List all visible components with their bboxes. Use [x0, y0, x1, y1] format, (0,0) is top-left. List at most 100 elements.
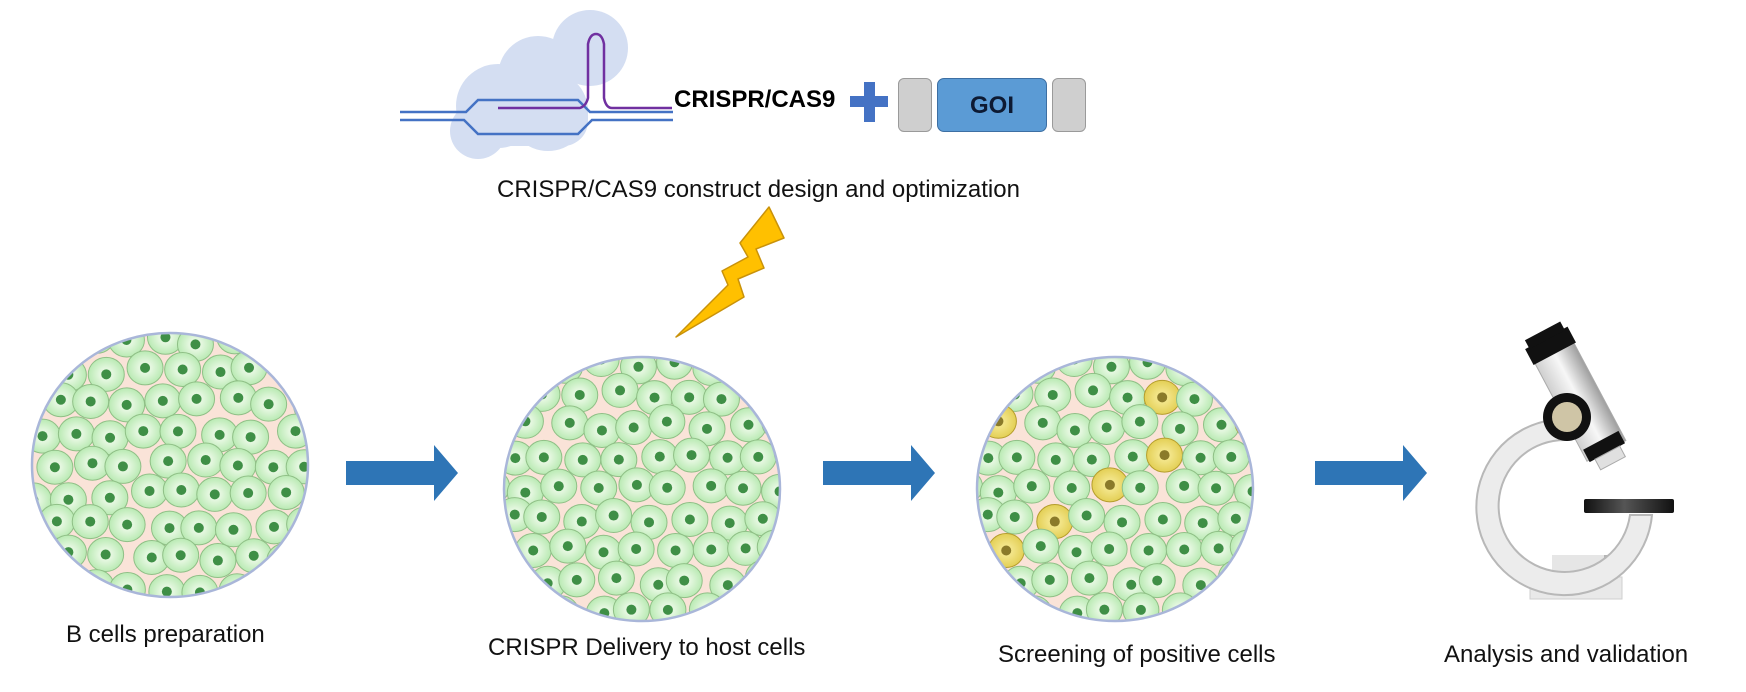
cell-nucleus: [1009, 511, 1020, 522]
cell-nucleus: [1106, 361, 1117, 372]
cell: [1217, 559, 1253, 595]
cell-nucleus: [506, 393, 517, 404]
cell-nucleus: [1135, 604, 1146, 615]
cell-nucleus: [283, 361, 294, 372]
cell-nucleus: [684, 514, 695, 525]
cell-nucleus: [965, 362, 975, 372]
cell-nucleus: [1157, 514, 1168, 525]
cell: [977, 595, 986, 621]
cell-nucleus: [770, 541, 780, 552]
cell-nucleus: [993, 610, 1004, 621]
cell-nucleus: [1001, 361, 1012, 372]
cell: [1250, 565, 1253, 601]
cell: [252, 565, 290, 597]
cell: [1015, 595, 1053, 621]
cell-nucleus: [1270, 515, 1280, 525]
cell-nucleus: [654, 451, 665, 462]
cell-nucleus: [555, 607, 566, 618]
cell: [523, 376, 561, 412]
cell-nucleus: [299, 461, 308, 472]
cell-nucleus: [1050, 454, 1061, 465]
cell: [1233, 591, 1253, 621]
cell-nucleus: [1247, 417, 1253, 428]
cell: [32, 351, 55, 387]
cell-nucleus: [1086, 454, 1097, 465]
cell-nucleus: [85, 516, 96, 527]
cell-nucleus: [122, 519, 133, 530]
cell-nucleus: [744, 362, 755, 373]
cell-nucleus: [743, 419, 754, 430]
cell: [504, 534, 508, 570]
cell: [977, 534, 981, 570]
cell-nucleus: [117, 461, 128, 472]
cell-nucleus: [979, 393, 990, 404]
cell-nucleus: [229, 333, 240, 342]
cell-nucleus: [1026, 481, 1037, 492]
cell-nucleus: [797, 515, 807, 525]
cell-nucleus: [1037, 417, 1048, 428]
cell-nucleus: [706, 480, 717, 491]
cell-nucleus: [1126, 579, 1137, 590]
cell-nucleus: [1127, 451, 1138, 462]
cell-nucleus: [1143, 545, 1154, 556]
cell-nucleus: [528, 545, 539, 556]
cell-nucleus: [55, 394, 66, 405]
cell-nucleus: [962, 608, 972, 618]
cell-nucleus: [722, 452, 733, 463]
cell-nucleus: [1088, 385, 1099, 396]
cell: [32, 385, 41, 421]
cell-nucleus: [1152, 575, 1163, 586]
cell-nucleus: [157, 395, 168, 406]
cell: [1204, 357, 1242, 386]
cell-nucleus: [1271, 387, 1281, 397]
cell-nucleus: [263, 399, 274, 410]
cell: [504, 595, 513, 621]
cell: [1216, 374, 1253, 410]
cell-nucleus: [574, 389, 585, 400]
cell-nucleus: [245, 432, 256, 443]
cell: [1229, 529, 1253, 565]
cell-nucleus: [1104, 479, 1115, 490]
cell-nucleus: [706, 544, 717, 555]
arrow-right-icon: [346, 445, 458, 501]
cell: [757, 357, 780, 378]
step-label-crispr-delivery: CRISPR Delivery to host cells: [488, 634, 806, 661]
cell-nucleus: [1028, 607, 1039, 618]
dish-rim: [975, 355, 1255, 623]
cell-nucleus: [576, 516, 587, 527]
cas9-dna-complex-icon: [400, 10, 673, 159]
cell-nucleus: [485, 424, 495, 434]
cell: [785, 375, 821, 409]
cell-nucleus: [146, 552, 157, 563]
cell: [78, 333, 116, 354]
cell: [504, 560, 529, 596]
cell: [777, 565, 780, 601]
cell-nucleus: [164, 523, 175, 534]
microscope-stage: [1584, 499, 1674, 513]
cell-nucleus: [653, 579, 664, 590]
cell-nucleus: [1175, 423, 1186, 434]
cell-nucleus: [244, 362, 255, 373]
cell-nucleus: [104, 492, 115, 503]
cell-nucleus: [191, 393, 202, 404]
cell-nucleus: [756, 386, 767, 397]
cell-nucleus: [161, 586, 172, 597]
cell-nucleus: [1212, 610, 1223, 621]
goi-block: [937, 78, 1047, 132]
cell-nucleus: [958, 424, 968, 434]
cell-nucleus: [686, 450, 697, 461]
cell-nucleus: [758, 572, 769, 583]
cell-nucleus: [536, 511, 547, 522]
cell-nucleus: [1179, 480, 1190, 491]
cell-nucleus: [1134, 416, 1145, 427]
cell-nucleus: [598, 547, 609, 558]
cell-nucleus: [528, 361, 539, 372]
cell-nucleus: [1264, 578, 1274, 588]
cell-nucleus: [791, 578, 801, 588]
right-flank-block: [1052, 78, 1086, 132]
cell: [756, 529, 780, 565]
cell-nucleus: [1197, 518, 1208, 529]
cell: [743, 374, 780, 410]
plus-icon: [850, 82, 888, 122]
cell-nucleus: [553, 481, 564, 492]
